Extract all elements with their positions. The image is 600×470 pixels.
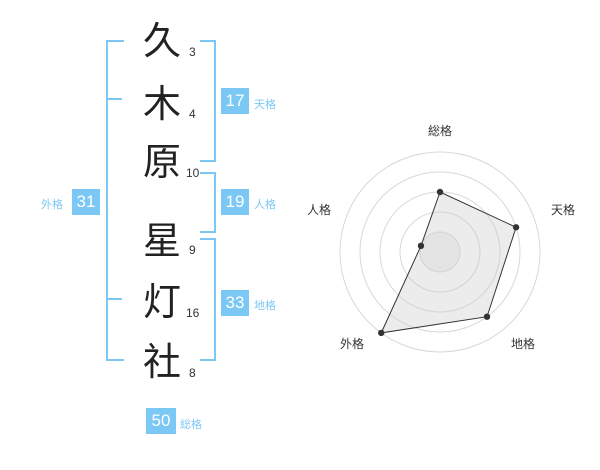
radar-ring-1 <box>419 231 461 273</box>
name-kanji-3: 原 <box>142 140 181 184</box>
jinkaku-badge: 19 <box>221 189 249 215</box>
stroke-count-3: 10 <box>186 166 200 180</box>
tenkaku-badge: 17 <box>221 88 249 114</box>
radar-axis-label-soukaku: 総格 <box>428 124 453 138</box>
chikaku-bracket <box>200 238 216 361</box>
radar-point-4 <box>378 329 385 337</box>
gaikaku-tick-2 <box>106 298 122 300</box>
radar-point-1 <box>436 188 444 196</box>
name-kanji-2: 木 <box>142 82 181 126</box>
tenkaku-label: 天格 <box>254 98 276 111</box>
radar-axis-label-gaikaku: 外格 <box>340 337 365 351</box>
radar-ring-4 <box>359 171 521 333</box>
radar-ring-2 <box>399 211 481 293</box>
jinkaku-bracket <box>200 172 216 233</box>
chikaku-label: 地格 <box>254 299 276 312</box>
stroke-count-2: 4 <box>189 107 196 121</box>
name-kanji-5: 灯 <box>142 280 181 324</box>
name-kanji-6: 社 <box>142 340 181 384</box>
jinkaku-label: 人格 <box>254 198 276 211</box>
stroke-count-6: 8 <box>189 366 196 380</box>
radar-axis-label-jinkaku: 人格 <box>307 203 332 217</box>
radar-axis-label-tenkaku: 天格 <box>551 203 576 217</box>
name-kanji-1: 久 <box>142 19 181 63</box>
radar-point-3 <box>483 313 491 320</box>
gaikaku-label: 外格 <box>41 198 63 211</box>
radar-polygon <box>380 191 517 334</box>
gaikaku-tick-1 <box>106 98 122 100</box>
soukaku-badge: 50 <box>146 408 176 434</box>
tenkaku-bracket <box>200 40 216 162</box>
stroke-count-5: 16 <box>186 306 200 320</box>
soukaku-label: 総格 <box>180 418 202 431</box>
stroke-count-4: 9 <box>189 243 196 257</box>
name-kanji-4: 星 <box>142 219 181 263</box>
radar-point-5 <box>417 242 425 250</box>
radar-point-2 <box>512 224 520 231</box>
radar-shape <box>378 188 520 337</box>
stroke-count-1: 3 <box>189 45 196 59</box>
radar-ring-5 <box>339 151 541 353</box>
gaikaku-bracket <box>106 40 124 361</box>
gaikaku-badge: 31 <box>72 189 100 215</box>
chikaku-badge: 33 <box>221 290 249 316</box>
radar-axis-label-chikaku: 地格 <box>511 337 536 351</box>
